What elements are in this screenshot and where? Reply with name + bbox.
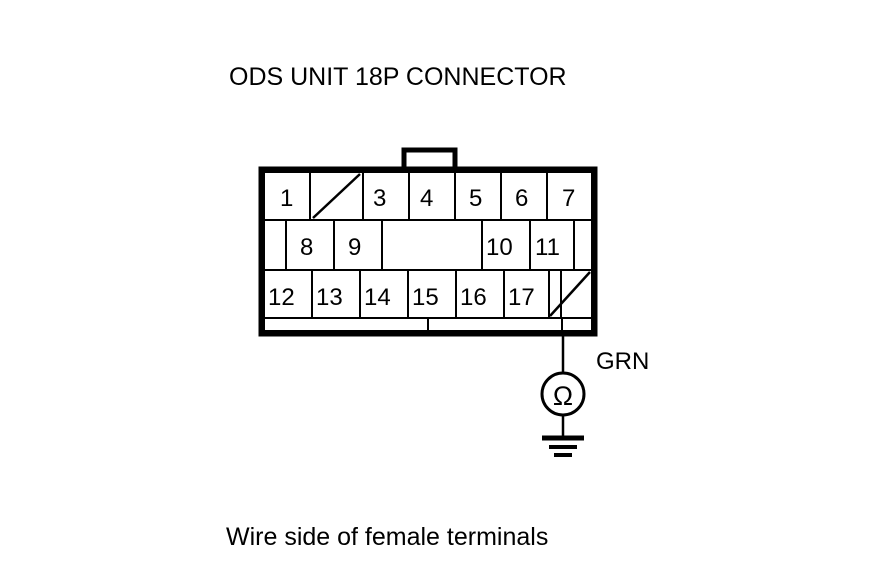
blank-cell-slash-icon-2 [549, 271, 591, 317]
pin-label-13: 13 [316, 284, 343, 311]
pin-cell-10 [481, 219, 531, 271]
pin-label-16: 16 [460, 284, 487, 311]
pin-label-1: 1 [280, 185, 293, 212]
pin-label-11: 11 [535, 234, 560, 261]
pin-cell-8 [285, 219, 335, 271]
lip-segment-left [263, 317, 429, 332]
blank-cell-slash-icon [312, 173, 361, 219]
pin-label-5: 5 [469, 185, 482, 212]
connector-row-middle: 8 9 10 11 [263, 219, 593, 271]
pin-label-4: 4 [420, 185, 433, 212]
pin-cell-13 [311, 269, 361, 319]
pin-cell-5 [454, 171, 502, 221]
connector-row-top: 1 3 4 5 6 7 [263, 171, 593, 221]
pin-label-15: 15 [412, 284, 439, 311]
pin-label-9: 9 [348, 234, 361, 261]
pin-label-12: 12 [268, 284, 295, 311]
blank-cell-mid-left [263, 219, 287, 271]
wire-color-label-grn: GRN [596, 348, 649, 375]
lip-segment-right [561, 317, 593, 332]
connector-row-bottom: 12 13 14 15 16 17 [263, 269, 593, 319]
pin-cell-6 [500, 171, 548, 221]
connector-bottom-lip [263, 317, 593, 332]
pin-cell-18-blank [560, 269, 593, 319]
pin-label-8: 8 [300, 234, 313, 261]
connector-outer-body [258, 166, 598, 337]
pin-cell-17 [503, 269, 550, 319]
blank-cell-mid-center [381, 219, 483, 271]
pin-label-17: 17 [508, 284, 535, 311]
pin-label-10: 10 [486, 234, 513, 261]
ground-symbol [542, 415, 584, 457]
pin-cell-12 [263, 269, 313, 319]
pin-label-7: 7 [562, 185, 575, 212]
pin-cell-14 [359, 269, 409, 319]
pin-cell-3 [362, 171, 410, 221]
pin-cell-15 [407, 269, 457, 319]
pin-label-6: 6 [515, 185, 528, 212]
omega-icon: Ω [553, 381, 573, 411]
pin-cell-7 [546, 171, 593, 221]
page-title: ODS UNIT 18P CONNECTOR [229, 63, 567, 91]
lip-segment-center [427, 317, 563, 332]
pin-label-14: 14 [364, 284, 391, 311]
figure-caption: Wire side of female terminals [226, 523, 548, 551]
pin-cell-16 [455, 269, 505, 319]
connector-locking-tab [401, 147, 458, 170]
pin-label-3: 3 [373, 185, 386, 212]
ohmmeter-symbol: Ω [540, 371, 586, 417]
blank-cell-mid-right [573, 219, 593, 271]
